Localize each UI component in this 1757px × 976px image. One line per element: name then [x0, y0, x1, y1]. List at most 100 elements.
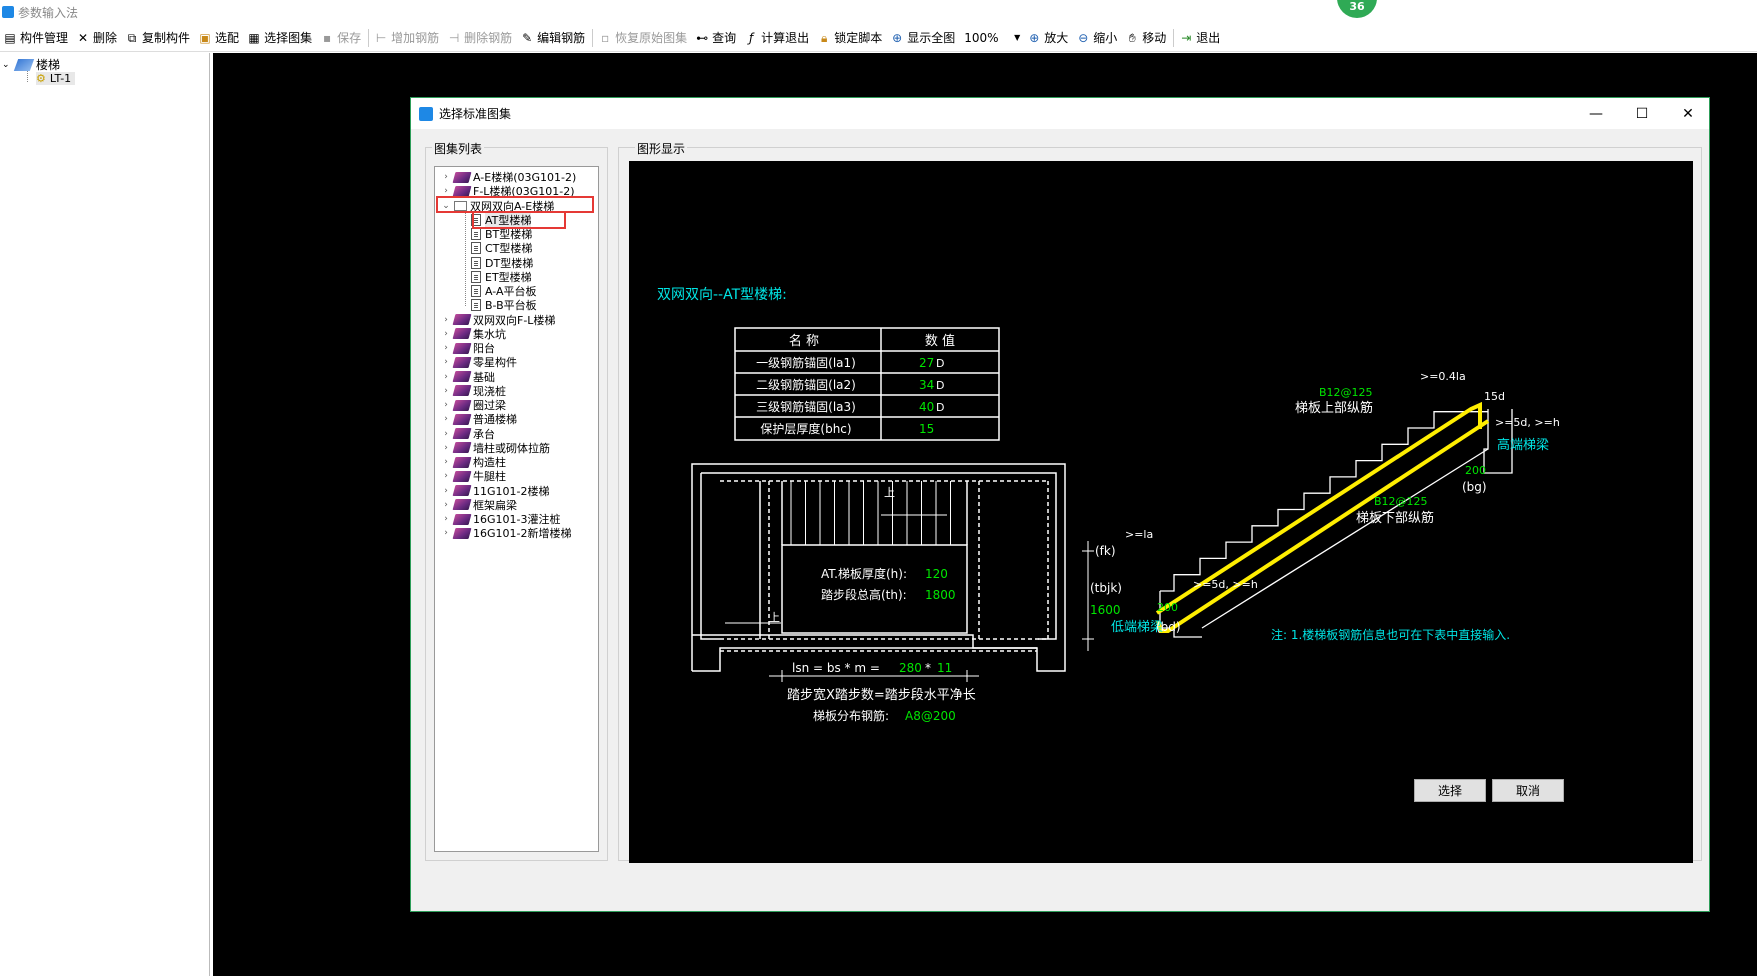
expand-chevron-icon[interactable]: ›	[444, 186, 448, 197]
expand-chevron-icon[interactable]: ›	[444, 457, 448, 467]
expand-chevron-icon[interactable]: ›	[444, 528, 448, 539]
atlas-tree-item[interactable]: ›16G101-3灌注桩	[441, 511, 560, 527]
atlas-tree-item[interactable]: ›双网双向F-L楼梯	[441, 312, 555, 328]
atlas-tree-item[interactable]: ›圈过梁	[441, 397, 506, 413]
atlas-tree-item[interactable]: ›构造柱	[441, 454, 506, 470]
book-icon	[452, 413, 472, 425]
delete-x-icon: ✕	[77, 30, 89, 45]
expand-chevron-icon[interactable]: ›	[444, 428, 448, 439]
atlas-tree-item[interactable]: ›16G101-2新增楼梯	[441, 525, 571, 541]
select-config-button[interactable]: ▣ 选配	[195, 26, 244, 50]
atlas-tree-item[interactable]: ›A-E楼梯(03G101-2)	[441, 169, 576, 185]
atlas-tree-item[interactable]: AT型楼梯	[459, 211, 532, 228]
notification-badge[interactable]: 36	[1337, 0, 1377, 18]
select-atlas-button[interactable]: ▦选择图集	[244, 26, 317, 50]
table-icon: ▤	[4, 30, 16, 45]
rebar-tie	[1471, 422, 1475, 426]
exit-button[interactable]: ⇥退出	[1176, 26, 1225, 50]
table-row-value: 15	[919, 422, 934, 436]
atlas-tree-item[interactable]: B-B平台板	[459, 297, 537, 313]
expand-chevron-icon[interactable]: ›	[444, 514, 448, 524]
atlas-tree-item[interactable]: ›F-L楼梯(03G101-2)	[441, 183, 574, 199]
select-button[interactable]: 选择	[1414, 779, 1486, 802]
atlas-tree-item[interactable]: A-A平台板	[459, 283, 537, 299]
atlas-tree-item[interactable]: DT型楼梯	[459, 255, 533, 271]
atlas-tree-item[interactable]: › 基础	[441, 369, 495, 385]
atlas-tree-item[interactable]: ›阳台	[441, 340, 495, 356]
show-all-button[interactable]: ⊕显示全图	[887, 26, 960, 50]
select-config-label: 选配	[215, 31, 240, 45]
delete-rebar-button[interactable]: ⊣删除钢筋	[444, 26, 517, 50]
expand-chevron-icon[interactable]: ⌄	[442, 200, 450, 211]
atlas-tree-item[interactable]: ›普通楼梯	[441, 411, 517, 427]
minimize-icon: —	[1589, 105, 1603, 122]
atlas-tree-item[interactable]: CT型楼梯	[459, 240, 532, 256]
component-manage-button[interactable]: ▤构件管理	[0, 26, 73, 50]
add-rebar-button[interactable]: ⊢增加钢筋	[371, 26, 444, 50]
expand-chevron-icon[interactable]: ›	[444, 471, 448, 482]
document-icon	[471, 270, 481, 283]
expand-chevron-icon[interactable]: ›	[444, 328, 448, 339]
rebar-tie	[1246, 570, 1249, 573]
copy-component-button[interactable]: ⧉复制构件	[122, 26, 195, 50]
close-button[interactable]: ✕	[1665, 98, 1711, 129]
expand-chevron-icon[interactable]: ›	[444, 314, 448, 325]
expand-chevron-icon[interactable]: ›	[444, 400, 448, 410]
zoom-in-button[interactable]: ⊕放大	[1024, 26, 1073, 50]
atlas-tree-item[interactable]: ET型楼梯	[459, 269, 532, 285]
maximize-button[interactable]: ☐	[1619, 98, 1665, 129]
atlas-tree-item[interactable]: ›集水坑	[441, 326, 506, 342]
collapse-icon[interactable]: ⌄	[2, 59, 10, 70]
atlas-tree-item[interactable]: ⌄双网双向A-E楼梯	[441, 198, 554, 214]
expand-chevron-icon[interactable]: ›	[444, 172, 448, 182]
expand-chevron-icon[interactable]: ›	[444, 371, 448, 382]
atlas-tree[interactable]: ›A-E楼梯(03G101-2)›F-L楼梯(03G101-2)⌄双网双向A-E…	[434, 166, 599, 852]
expand-chevron-icon[interactable]: ›	[444, 442, 448, 453]
expand-chevron-icon[interactable]: ›	[444, 385, 448, 396]
edit-rebar-button[interactable]: ✎编辑钢筋	[517, 26, 590, 50]
formula-bs: 280	[899, 661, 922, 675]
clipboard-icon: ▣	[199, 30, 211, 45]
dim-200-bottom: 200	[1157, 601, 1178, 614]
zoom-select[interactable]: 100%▼	[960, 31, 1024, 45]
atlas-tree-item[interactable]: ›墙柱或砌体拉筋	[441, 440, 550, 456]
expand-chevron-icon[interactable]: ›	[444, 499, 448, 510]
drawing-heading: 双网双向--AT型楼梯:	[657, 287, 787, 303]
atlas-tree-item[interactable]: ›零星构件	[441, 354, 517, 370]
atlas-tree-label: 基础	[473, 370, 495, 384]
top-rebar-value: B12@125	[1319, 386, 1373, 399]
move-button[interactable]: ✋︎移动	[1122, 26, 1171, 50]
zoom-in-icon: ⊕	[1029, 30, 1040, 45]
atlas-tree-item[interactable]: ›承台	[441, 426, 495, 442]
lock-script-button[interactable]: 🔒︎锁定脚本	[814, 26, 887, 50]
rebar-tie	[1176, 615, 1180, 619]
expand-chevron-icon[interactable]: ›	[444, 343, 448, 353]
rebar-tie	[1280, 547, 1284, 551]
tree-node-stairs[interactable]: ⌄ 楼梯	[2, 56, 60, 73]
book-icon	[452, 342, 472, 354]
tree-node-lt1[interactable]: ⚙ LT-1	[36, 72, 76, 85]
atlas-tree-item[interactable]: ›现浇桩	[441, 383, 506, 399]
rebar-tie	[1437, 445, 1440, 448]
rebar-tie	[1228, 581, 1232, 585]
formula-prefix: lsn = bs * m =	[792, 661, 880, 675]
minimize-button[interactable]: —	[1573, 98, 1619, 129]
query-button[interactable]: ⊷查询	[692, 26, 741, 50]
delete-button[interactable]: ✕删除	[73, 26, 122, 50]
expand-chevron-icon[interactable]: ›	[444, 357, 448, 368]
atlas-tree-item[interactable]: ›框架扁梁	[441, 497, 517, 513]
zoom-out-button[interactable]: ⊖缩小	[1073, 26, 1122, 50]
restore-atlas-button[interactable]: ▫恢复原始图集	[595, 26, 692, 50]
cancel-button[interactable]: 取消	[1492, 779, 1564, 802]
expand-chevron-icon[interactable]: ›	[444, 414, 448, 425]
document-icon	[471, 299, 481, 312]
atlas-tree-item[interactable]: ›11G101-2楼梯	[441, 483, 549, 499]
save-button[interactable]: ▪保存	[317, 26, 366, 50]
expand-chevron-icon[interactable]: ›	[444, 485, 448, 496]
rebar-tie	[1350, 502, 1353, 505]
atlas-tree-item[interactable]: ›牛腿柱	[441, 468, 506, 484]
atlas-tree-label: A-A平台板	[485, 285, 537, 298]
preview-display: 双网双向--AT型楼梯: 名 称 数 值 一级钢筋锚固(la1) 27 D 二级…	[629, 161, 1693, 863]
rebar-tie	[1315, 524, 1319, 528]
